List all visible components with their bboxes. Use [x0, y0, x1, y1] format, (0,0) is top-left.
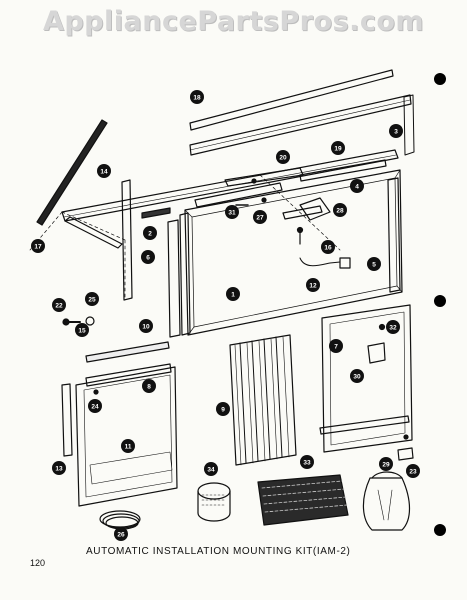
part-1-main-frame [184, 169, 403, 336]
part-18-top-strip [189, 69, 394, 131]
callout-label: 14 [100, 168, 108, 175]
callout-31: 31 [225, 205, 239, 219]
callout-9: 9 [216, 402, 230, 416]
callout-15: 15 [75, 323, 89, 337]
callout-label: 31 [228, 209, 236, 216]
callout-29: 29 [379, 457, 393, 471]
callout-label: 22 [55, 302, 63, 309]
binder-hole-middle [434, 295, 446, 307]
callout-label: 27 [256, 214, 264, 221]
callout-8: 8 [142, 379, 156, 393]
callout-27: 27 [253, 210, 267, 224]
callout-label: 8 [147, 383, 151, 390]
callout-label: 11 [125, 443, 132, 450]
callout-7: 7 [329, 339, 343, 353]
callout-3: 3 [389, 124, 403, 138]
callout-30: 30 [350, 369, 364, 383]
callout-33: 33 [300, 455, 314, 469]
part-25-washer [85, 316, 95, 326]
callout-32: 32 [386, 320, 400, 334]
callout-label: 3 [394, 128, 398, 135]
part-9-accordion-panel [229, 334, 297, 466]
callout-10: 10 [139, 319, 153, 333]
callout-label: 18 [193, 94, 201, 101]
watermark: AppliancePartsPros.com [42, 6, 425, 37]
part-26-coil [99, 510, 141, 530]
callout-label: 34 [207, 466, 215, 473]
part-34-tape-roll [197, 482, 231, 522]
binder-hole-top [434, 73, 446, 85]
callout-label: 29 [382, 461, 390, 468]
callout-label: 2 [148, 230, 152, 237]
callout-13: 13 [52, 461, 66, 475]
part-6-upright [121, 179, 133, 301]
callout-23: 23 [406, 464, 420, 478]
callout-label: 33 [303, 459, 311, 466]
callout-4: 4 [350, 179, 364, 193]
callout-19: 19 [331, 141, 345, 155]
callout-11: 11 [121, 439, 135, 453]
callout-label: 24 [91, 403, 99, 410]
callout-17: 17 [31, 239, 45, 253]
binder-hole-bottom [434, 524, 446, 536]
diagram-caption: AUTOMATIC INSTALLATION MOUNTING KIT(IAM-… [86, 546, 351, 557]
part-4-right-rail [299, 159, 387, 182]
callout-16: 16 [321, 240, 335, 254]
callout-2: 2 [143, 226, 157, 240]
part-7-right-frame [321, 304, 413, 453]
callout-label: 23 [409, 468, 417, 475]
part-19-upper-rail [189, 94, 412, 156]
callout-label: 10 [142, 323, 150, 330]
callout-28: 28 [333, 203, 347, 217]
callout-label: 1 [231, 291, 235, 298]
callout-label: 20 [279, 154, 287, 161]
callout-label: 6 [146, 254, 150, 261]
callout-label: 15 [78, 327, 86, 334]
callout-26: 26 [114, 527, 128, 541]
callout-25: 25 [85, 292, 99, 306]
callout-12: 12 [306, 278, 320, 292]
part-2-strip [141, 207, 171, 219]
callout-18: 18 [190, 90, 204, 104]
callout-5: 5 [367, 257, 381, 271]
callout-label: 5 [372, 261, 376, 268]
part-29-bag [362, 471, 411, 531]
part-11-panel [75, 366, 178, 507]
callout-label: 13 [55, 465, 63, 472]
callout-label: 12 [309, 282, 317, 289]
part-5-side-channel [387, 177, 401, 293]
part-10-side-channel [167, 219, 181, 338]
callout-label: 7 [334, 343, 338, 350]
part-3-bracket [403, 94, 415, 156]
callout-label: 19 [334, 145, 342, 152]
callout-34: 34 [204, 462, 218, 476]
callout-label: 25 [88, 296, 96, 303]
callout-label: 17 [34, 243, 42, 250]
callout-6: 6 [141, 250, 155, 264]
callout-label: 16 [324, 244, 332, 251]
part-13-strip [61, 383, 73, 457]
callout-label: 9 [221, 406, 225, 413]
callout-24: 24 [88, 399, 102, 413]
callout-label: 26 [117, 531, 125, 538]
callout-label: 30 [353, 373, 361, 380]
callout-label: 32 [389, 324, 397, 331]
callout-label: 28 [336, 207, 344, 214]
callout-20: 20 [276, 150, 290, 164]
callout-22: 22 [52, 298, 66, 312]
callout-label: 4 [355, 183, 359, 190]
part-15-strip [85, 341, 170, 363]
part-33-foam [257, 474, 349, 526]
page-number: 120 [30, 558, 46, 568]
callout-1: 1 [226, 287, 240, 301]
part-14-rod [36, 119, 108, 226]
callout-14: 14 [97, 164, 111, 178]
